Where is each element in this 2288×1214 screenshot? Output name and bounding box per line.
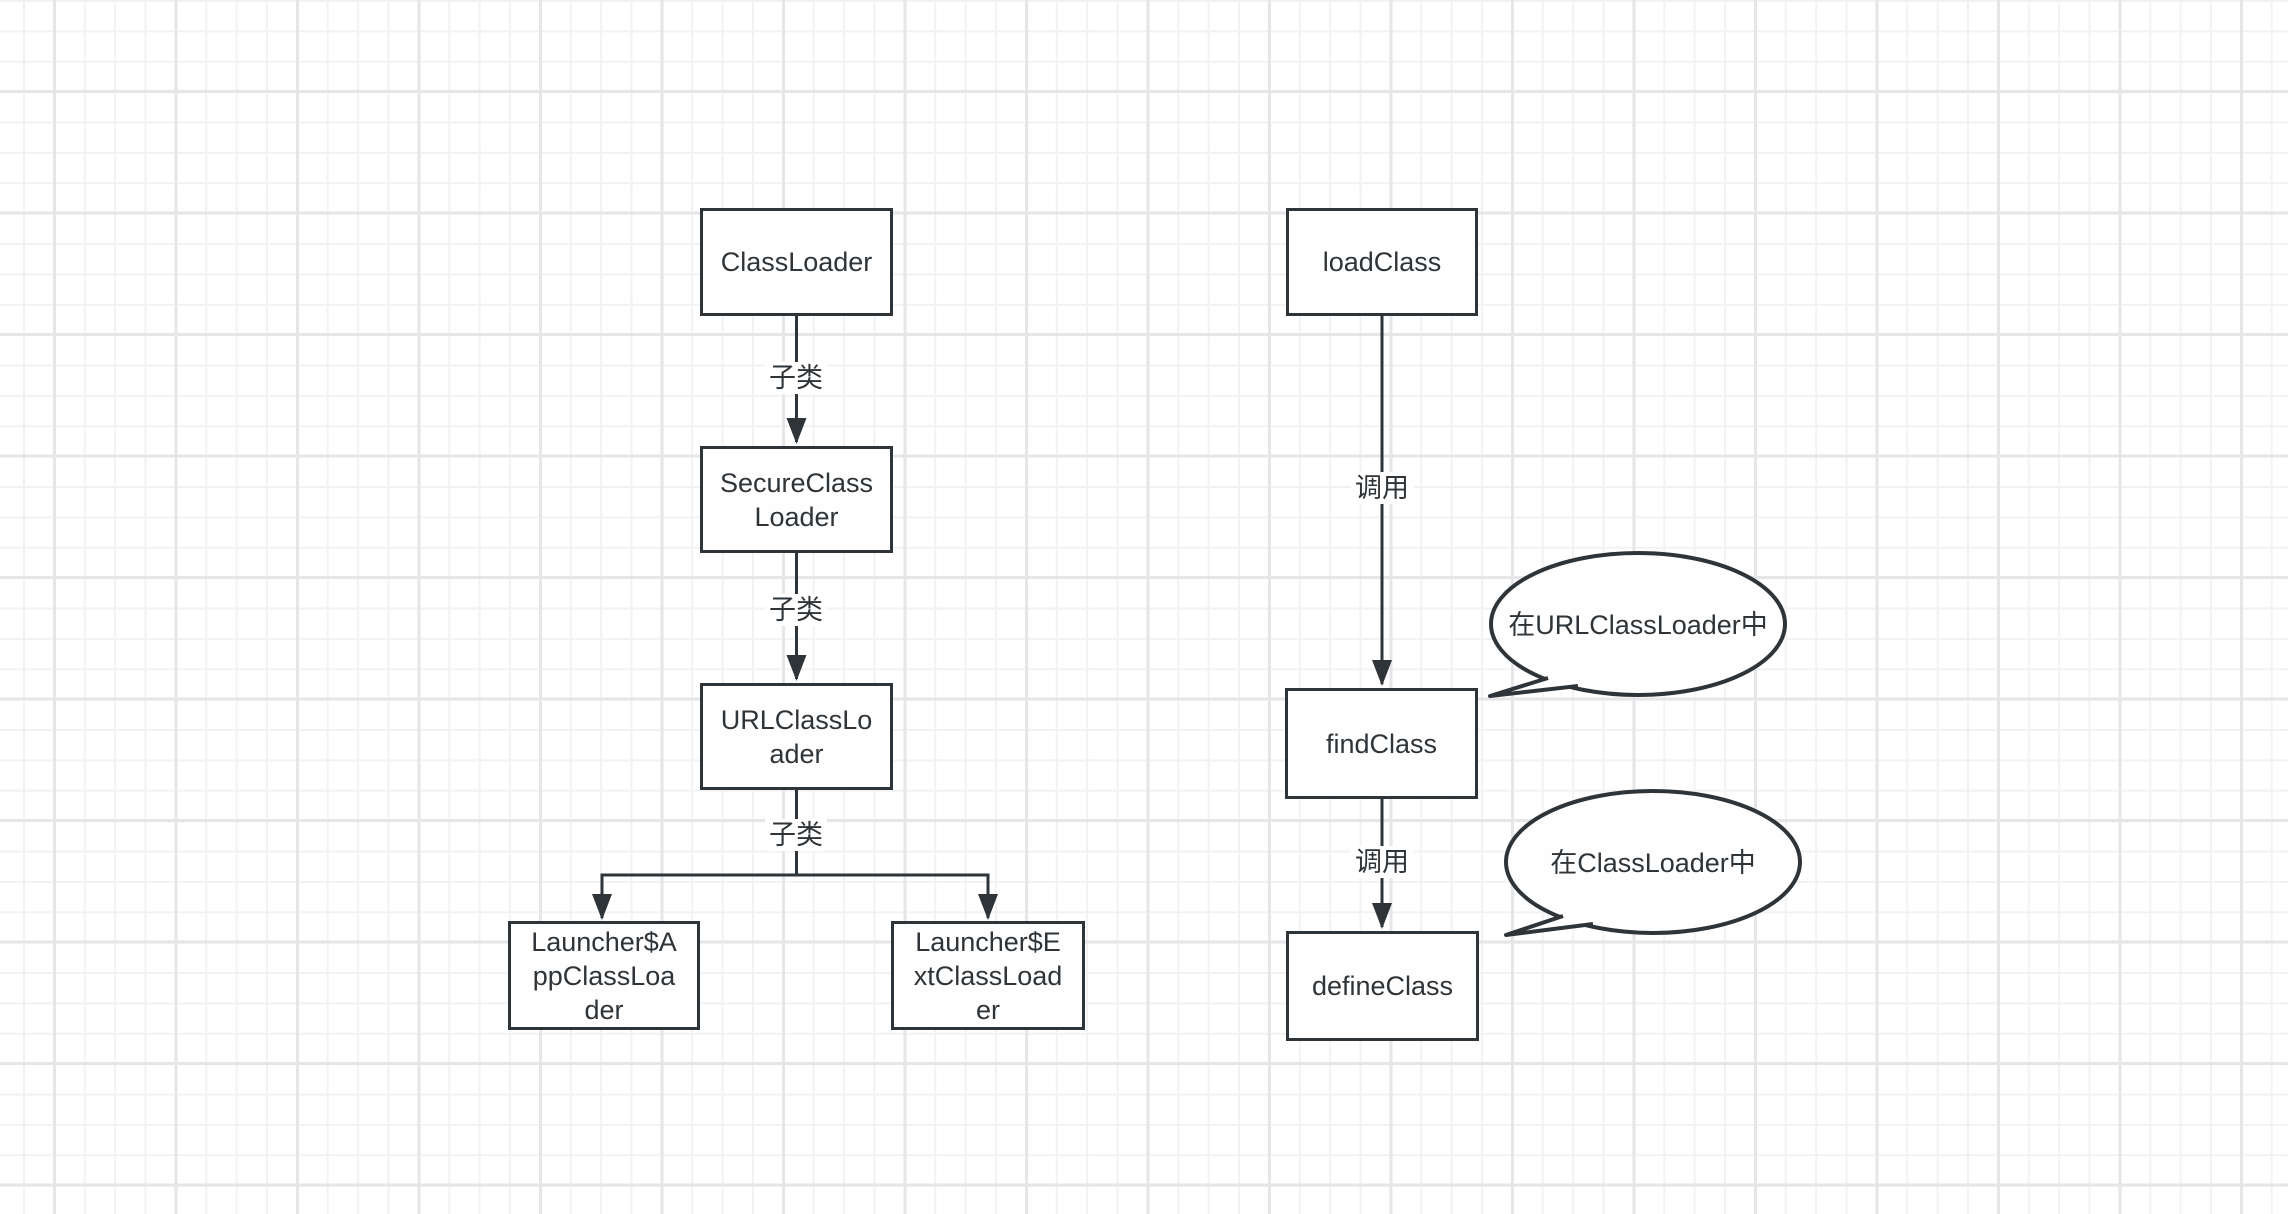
node-secureclassloader-label: SecureClass Loader <box>719 467 874 532</box>
node-urlclassloader[interactable]: URLClassLo ader <box>700 683 893 790</box>
edge-label-subclass-1[interactable]: 子类 <box>765 362 827 394</box>
edge-label-subclass-2[interactable]: 子类 <box>765 594 827 626</box>
edge-label-subclass-3[interactable]: 子类 <box>765 819 827 851</box>
node-classloader[interactable]: ClassLoader <box>700 208 893 316</box>
node-defineclass-label: defineClass <box>1311 971 1454 1001</box>
node-launcher-extclassloader[interactable]: Launcher$E xtClassLoad er <box>891 921 1085 1030</box>
node-launcher-appclassloader-label: Launcher$A ppClassLoa der <box>531 926 677 1025</box>
node-loadclass-label: loadClass <box>1322 247 1442 277</box>
node-launcher-appclassloader[interactable]: Launcher$A ppClassLoa der <box>508 921 700 1030</box>
callout-findclass-shape[interactable] <box>1488 551 1787 698</box>
node-classloader-label: ClassLoader <box>720 247 873 277</box>
edge-label-invoke-2[interactable]: 调用 <box>1351 846 1413 878</box>
callout-findclass-label: 在URLClassLoader中 <box>1508 610 1768 640</box>
callout-defineclass-label: 在ClassLoader中 <box>1550 848 1756 878</box>
node-findclass[interactable]: findClass <box>1285 688 1478 799</box>
node-launcher-extclassloader-label: Launcher$E xtClassLoad er <box>913 926 1063 1025</box>
node-urlclassloader-label: URLClassLo ader <box>720 704 873 769</box>
callout-defineclass-shape[interactable] <box>1504 789 1802 937</box>
node-secureclassloader[interactable]: SecureClass Loader <box>700 446 893 553</box>
node-loadclass[interactable]: loadClass <box>1286 208 1478 316</box>
node-findclass-label: findClass <box>1325 728 1438 759</box>
edge-label-invoke-1[interactable]: 调用 <box>1351 472 1413 504</box>
node-defineclass[interactable]: defineClass <box>1286 931 1479 1041</box>
